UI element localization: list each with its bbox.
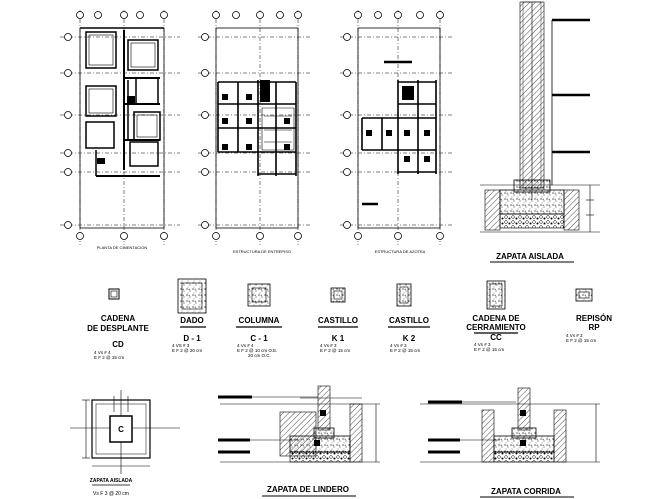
section-title-k2: CASTILLO	[389, 316, 429, 325]
section-icon-k1	[330, 287, 346, 303]
section-code-dado: D - 1	[183, 334, 201, 343]
section-spec2-k1: E F 2 @ 15 cm	[320, 348, 350, 353]
plan-title-roof: ESTRUCTURA DE AZOTEA	[375, 249, 426, 254]
section-title-rp: REPISÓN	[576, 314, 612, 323]
plan-title-mezzanine: ESTRUCTURA DE ENTREPISO	[233, 249, 291, 254]
boundary-footing-title: ZAPATA DE LINDERO	[267, 485, 349, 494]
section-spec1-k2: 4 Vs # 3	[390, 343, 407, 348]
section-code-rp: RP	[588, 323, 600, 332]
boundary-footing-section: ZAPATA DE LINDERO	[218, 385, 380, 497]
section-code-columna: C - 1	[250, 334, 268, 343]
section-subtitle-cc: CERRAMIENTO	[466, 323, 525, 332]
section-code-k1: K 1	[332, 334, 345, 343]
section-title-k1: CASTILLO	[318, 316, 358, 325]
section-spec2-k2: E F 2 @ 15 cm	[390, 348, 420, 353]
section-spec2-cd: E F 2 @ 15 cm	[94, 355, 124, 360]
section-spec1-cd: 4 Vs # 4	[94, 350, 111, 355]
roof-plan: ESTRUCTURA DE AZOTEA	[340, 10, 452, 254]
section-title-cc: CADENA DE	[472, 314, 520, 323]
section-code-k2: K 2	[403, 334, 416, 343]
small-isolated-footing-spec: Vs F 3 @ 20 cm	[93, 491, 129, 497]
strip-footing-section: ZAPATA CORRIDA	[420, 387, 600, 498]
section-spec2-columna: E F 2 @ 10 cm O.E.	[237, 348, 277, 353]
foundation-plan: PLANTA DE CIMENTACION	[60, 10, 180, 250]
small-isolated-footing-plan: C ZAPATA AISLADA Vs F 3 @ 20 cm	[70, 390, 180, 497]
section-code-cd: CD	[112, 340, 124, 349]
section-title-columna: COLUMNA	[239, 316, 280, 325]
section-spec1-cc: 4 Vs # 3	[474, 342, 491, 347]
section-spec2-cc: E F 2 @ 15 cm	[474, 347, 504, 352]
isolated-footing-title: ZAPATA AISLADA	[496, 252, 564, 261]
strip-footing-title: ZAPATA CORRIDA	[491, 487, 561, 496]
section-spec2-dado: E F 2 @ 20 cm	[172, 348, 202, 353]
section-icons	[108, 278, 593, 314]
section-title-dado: DADO	[180, 316, 204, 325]
small-isolated-footing-title: ZAPATA AISLADA	[90, 478, 133, 484]
plan-title-foundation: PLANTA DE CIMENTACION	[97, 245, 148, 250]
section-code-cc: CC	[490, 333, 502, 342]
section-spec1-dado: 4 VS # 3	[172, 343, 190, 348]
section-icon-rp	[575, 288, 593, 302]
section-subtitle-cd: DE DESPLANTE	[87, 324, 149, 333]
section-icon-k2	[396, 283, 412, 307]
section-icon-cd	[108, 288, 120, 300]
section-icon-cc	[486, 280, 506, 310]
section-spec1-columna: 4 Vs # 4	[237, 343, 254, 348]
column-mark: C	[118, 425, 124, 434]
isolated-footing-section: ZAPATA AISLADA	[480, 1, 600, 263]
section-spec1-k1: 4 Vs # 3	[320, 343, 337, 348]
section-icon-columna	[247, 283, 271, 307]
mezzanine-plan: ESTRUCTURA DE ENTREPISO	[198, 10, 310, 254]
section-title-cd: CADENA	[101, 314, 135, 323]
section-spec1-rp: 4 Vs # 3	[566, 333, 583, 338]
section-labels: CADENA DE DESPLANTE CD 4 Vs # 4 E F 2 @ …	[87, 314, 612, 360]
section-spec2-rp: E F 2 @ 15 cm	[566, 338, 596, 343]
section-icon-dado	[177, 278, 207, 314]
section-spec3-columna: 20 cm O.C.	[248, 353, 271, 358]
